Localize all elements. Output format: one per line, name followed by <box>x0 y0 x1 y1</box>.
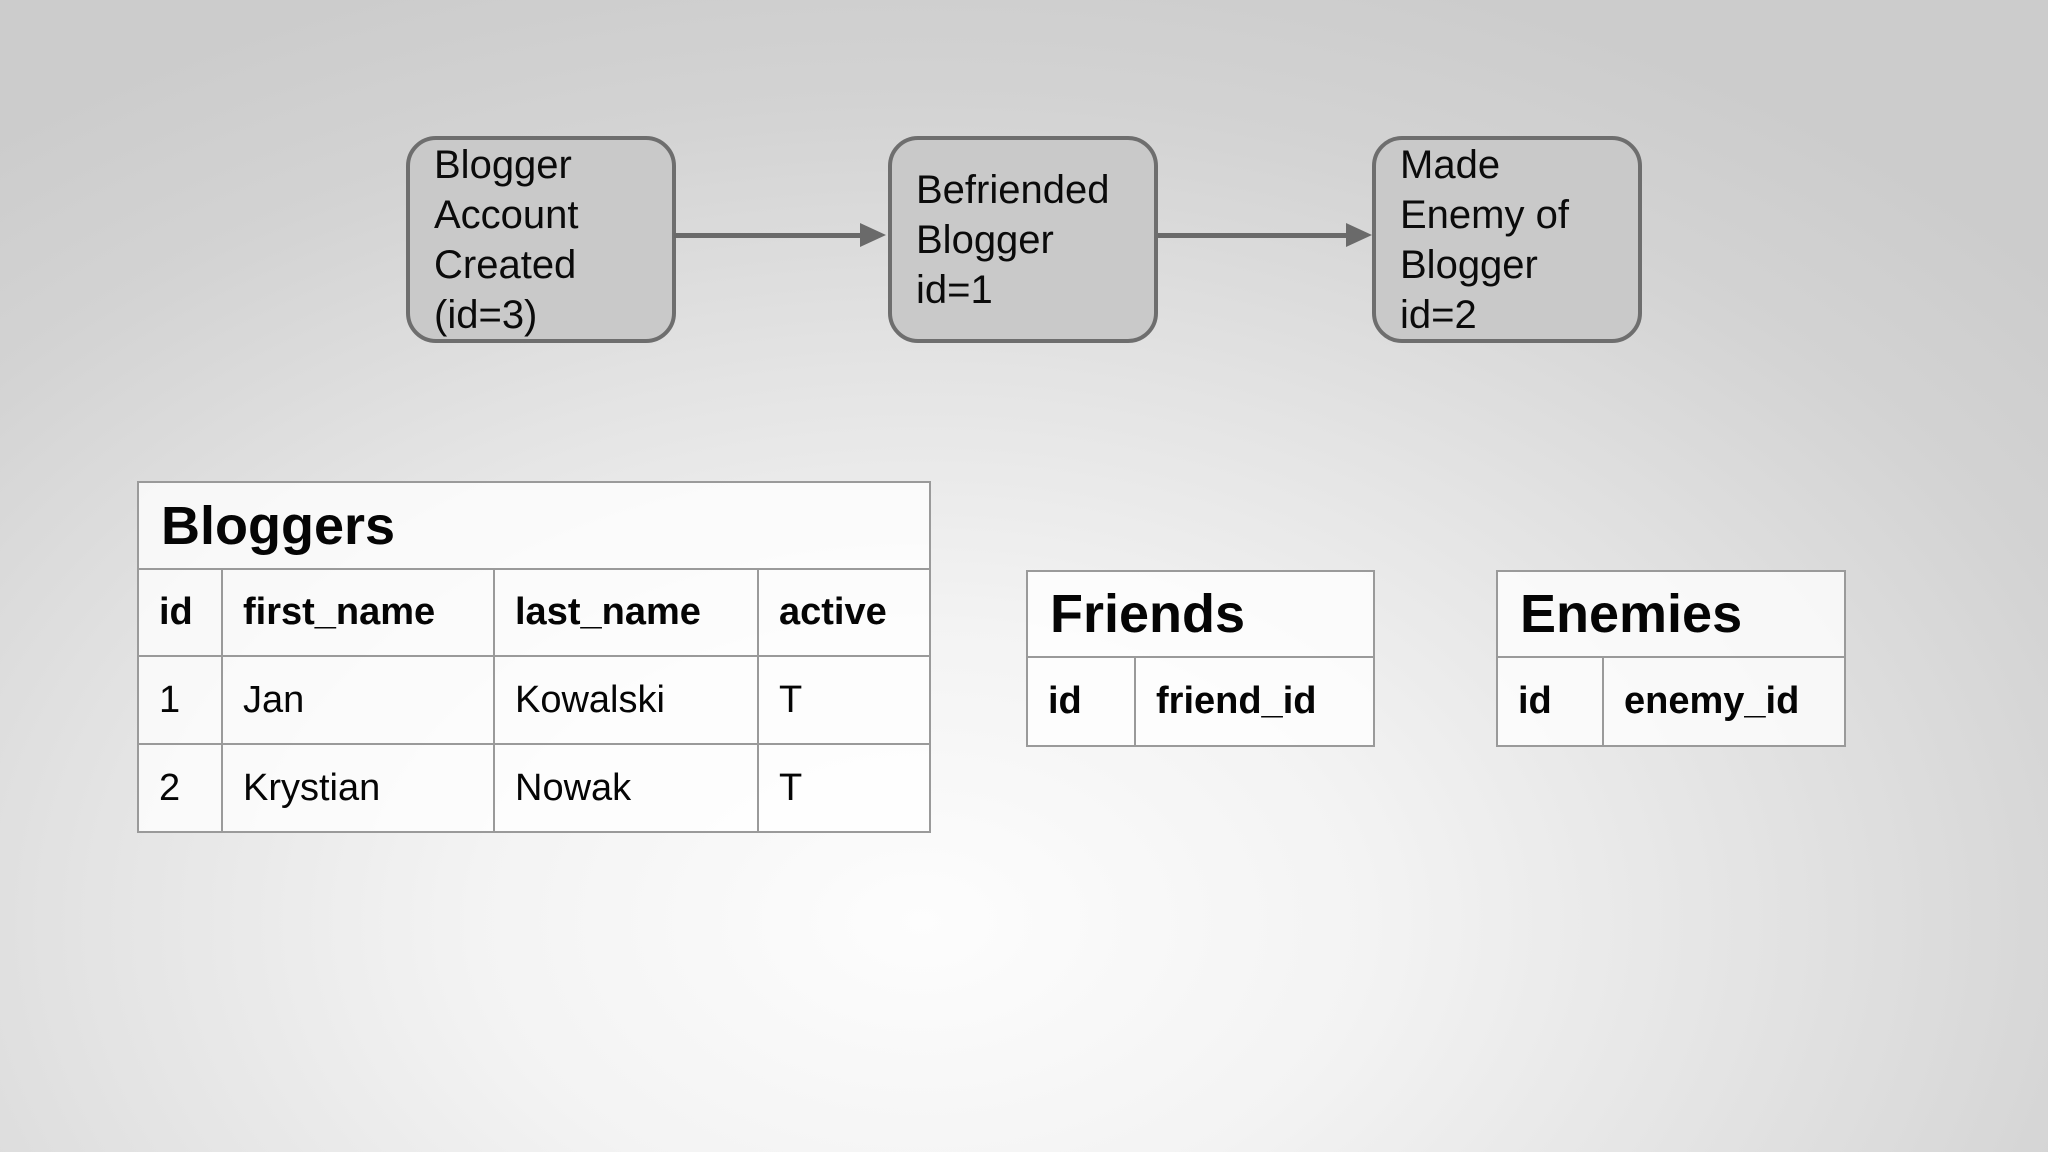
flow-node-line: Made <box>1400 142 1501 187</box>
flow-node-line: Blogger <box>1400 242 1538 287</box>
cell: Kowalski <box>493 655 759 745</box>
flow-node-line: id=1 <box>916 267 993 312</box>
table-title: Bloggers <box>136 481 932 570</box>
table-row: 1 Jan Kowalski T <box>137 655 932 745</box>
flow-node-line: Befriended <box>916 167 1110 212</box>
cell: Krystian <box>221 743 495 833</box>
friends-table: Friends id friend_id <box>1025 570 1376 747</box>
flow-node-line: Blogger <box>434 142 572 187</box>
flow-node-befriended-blogger: Befriended Blogger id=1 <box>888 136 1158 343</box>
cell: 2 <box>137 743 223 833</box>
column-header: enemy_id <box>1602 656 1846 747</box>
column-header: friend_id <box>1133 656 1376 747</box>
cell: Nowak <box>493 743 759 833</box>
column-header: id <box>1496 656 1604 747</box>
arrow-shaft-1 <box>674 233 862 238</box>
arrow-head-icon <box>860 223 886 247</box>
cell: 1 <box>137 655 223 745</box>
cell: Jan <box>221 655 495 745</box>
arrow-head-icon <box>1346 223 1372 247</box>
column-header: active <box>756 568 932 657</box>
table-title: Friends <box>1025 570 1376 658</box>
column-header: id <box>137 568 223 657</box>
table-row: 2 Krystian Nowak T <box>137 743 932 833</box>
cell: T <box>756 743 932 833</box>
bloggers-table: Bloggers id first_name last_name active … <box>136 481 932 833</box>
flow-node-line: Blogger <box>916 217 1054 262</box>
cell: T <box>756 655 932 745</box>
flow-node-line: Enemy of <box>1400 192 1569 237</box>
flow-node-line: (id=3) <box>434 292 538 337</box>
column-header: first_name <box>221 568 495 657</box>
flow-node-line: Created <box>434 242 577 287</box>
column-header: last_name <box>493 568 759 657</box>
flow-node-made-enemy-of-blogger: Made Enemy of Blogger id=2 <box>1372 136 1642 343</box>
enemies-table: Enemies id enemy_id <box>1496 570 1846 747</box>
column-header: id <box>1026 656 1136 747</box>
flow-node-blogger-account-created: Blogger Account Created (id=3) <box>406 136 676 343</box>
flow-node-line: Account <box>434 192 579 237</box>
table-title: Enemies <box>1496 570 1846 658</box>
arrow-shaft-2 <box>1158 233 1348 238</box>
flow-node-line: id=2 <box>1400 292 1477 337</box>
